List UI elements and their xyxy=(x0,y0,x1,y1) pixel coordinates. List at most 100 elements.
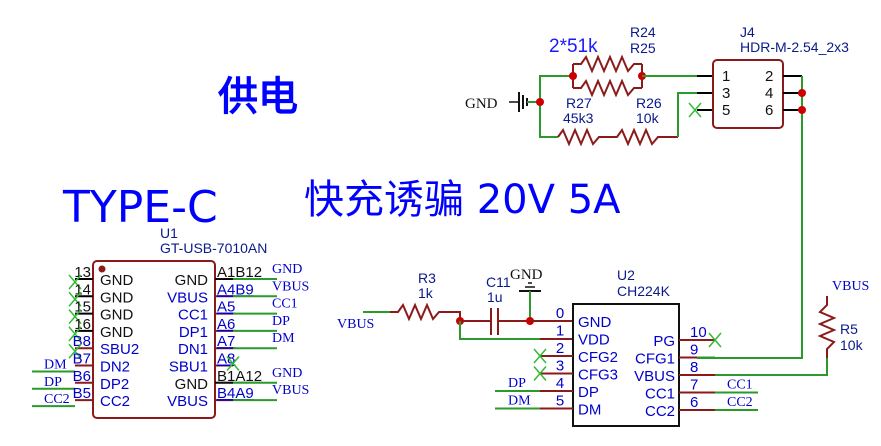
u1-net-label: CC2 xyxy=(44,392,70,407)
u1-pin-number: B6 xyxy=(73,368,91,385)
u1-net-label: VBUS xyxy=(272,279,309,294)
r26-ref: R26 xyxy=(636,95,662,111)
u1-pin-number: B7 xyxy=(73,351,91,368)
r3-value: 1k xyxy=(418,285,434,301)
capacitor-c11[interactable] xyxy=(490,308,499,335)
no-connect-icon xyxy=(708,332,722,348)
u1-pin-number: A4B9 xyxy=(217,281,254,298)
no-connect-icon xyxy=(68,326,82,342)
u2-body[interactable] xyxy=(572,303,680,427)
no-connect-icon xyxy=(533,366,547,381)
u1-pin-number: 15 xyxy=(74,299,91,316)
wire-gnd-to-r27 xyxy=(539,102,558,138)
title-typec: TYPE-C xyxy=(62,182,218,233)
u1-pin-name: DP2 xyxy=(100,376,129,393)
u1-pin-number: A6 xyxy=(217,316,235,333)
j4-ref: J4 xyxy=(740,24,755,40)
u2-pin-name: DM xyxy=(578,402,601,419)
j4-pin-5: 5 xyxy=(722,102,730,119)
u2-pin-number: 9 xyxy=(690,342,698,359)
u1-pin-number: A1B12 xyxy=(217,264,262,281)
r5-ref: R5 xyxy=(840,321,858,337)
resistor-r5[interactable] xyxy=(817,296,837,358)
u1-pin-name: GND xyxy=(100,307,134,324)
c11-value: 1u xyxy=(487,289,503,305)
u2-pin-name: CFG1 xyxy=(635,351,675,368)
wire-j4-to-cfg1 xyxy=(697,76,803,359)
u2-net-label: CC2 xyxy=(727,395,753,410)
u2-pin-name: CC1 xyxy=(645,386,675,403)
c11-ref: C11 xyxy=(486,274,511,290)
no-connect-icon xyxy=(68,309,82,325)
r25-ref: R25 xyxy=(630,40,656,56)
wire-gnd-to-r24 xyxy=(539,75,573,102)
u2-pin-number: 2 xyxy=(556,340,564,357)
gnd-symbol-top: GND xyxy=(465,92,540,112)
u1-pin-name: GND xyxy=(175,376,209,393)
gnd-label-c11: GND xyxy=(510,267,543,283)
u2-net-label: CC1 xyxy=(727,378,753,393)
no-connect-icon xyxy=(68,274,82,290)
u1-pin-name: GND xyxy=(100,272,134,289)
u1-value: GT-USB-7010AN xyxy=(160,240,267,256)
u1-pin-number: A5 xyxy=(217,299,235,316)
title-fastcharge: 快充诱骗 20V 5A xyxy=(304,177,621,223)
no-connect-icon xyxy=(688,102,702,118)
u2-pin-number: 8 xyxy=(690,359,698,376)
u2-pin-number: 0 xyxy=(556,305,564,322)
u2-ref: U2 xyxy=(617,267,635,283)
u1-pin-name: GND xyxy=(100,289,134,306)
u2-net-label: DP xyxy=(508,376,526,391)
u2-pin-number: 3 xyxy=(556,358,564,375)
u2-pin-number: 6 xyxy=(690,394,698,411)
u1-pin-number: B5 xyxy=(73,385,91,402)
u1-net-label: DP xyxy=(44,375,62,390)
u1-pin-name: GND xyxy=(100,324,134,341)
u1-body[interactable] xyxy=(92,260,216,419)
r26-value: 10k xyxy=(636,110,660,126)
u1-pin-number: B8 xyxy=(73,333,91,350)
title-power: 供电 xyxy=(218,74,298,120)
gnd-symbol-c11: GND xyxy=(510,267,543,321)
u1-pin-name: CC2 xyxy=(100,393,130,410)
u2-pin-name: VDD xyxy=(578,332,610,349)
no-connect-icon xyxy=(533,348,547,364)
u1-pin-name: SBU2 xyxy=(100,341,139,358)
u2-net-label: DM xyxy=(508,394,531,409)
net-label-vbus: VBUS xyxy=(337,317,374,332)
r27-value: 45k3 xyxy=(563,110,594,126)
u1-pin-name: DN1 xyxy=(178,341,208,358)
u1-pin-number: B4A9 xyxy=(217,385,254,402)
junction xyxy=(569,72,577,80)
gnd-label-top: GND xyxy=(465,96,498,112)
u1-pin-name: VBUS xyxy=(167,289,208,306)
junction xyxy=(798,89,806,97)
u1-ref: U1 xyxy=(160,225,178,241)
resistor-r26[interactable] xyxy=(608,127,678,147)
j4-value: HDR-M-2.54_2x3 xyxy=(740,39,849,55)
resistor-r3[interactable] xyxy=(390,302,461,322)
u1-pin-number: 13 xyxy=(74,264,91,281)
u1-pin-name: DN2 xyxy=(100,359,130,376)
u1-pin-number: A7 xyxy=(217,333,235,350)
note-r24-r25: 2*51k xyxy=(549,36,598,57)
u2-pin-name: CFG3 xyxy=(578,367,618,384)
no-connect-icon xyxy=(68,343,82,359)
u2-pin-number: 5 xyxy=(556,393,564,410)
u2-pin-name: VBUS xyxy=(634,368,675,385)
no-connect-icon xyxy=(68,291,82,307)
resistor-r24-r25[interactable] xyxy=(572,54,643,98)
r27-ref: R27 xyxy=(566,95,592,111)
resistor-r27[interactable] xyxy=(557,127,608,147)
u1-pin-number: A8 xyxy=(217,351,235,368)
u1-net-label: DP xyxy=(272,314,290,329)
u1-pin-number: B1A12 xyxy=(217,368,262,385)
u1-pin-number: 14 xyxy=(74,281,91,298)
net-label-vbus-r5: VBUS xyxy=(832,279,869,294)
u2-pin-number: 10 xyxy=(690,324,707,341)
u1-pin-name: CC1 xyxy=(178,307,208,324)
j4-pin-1: 1 xyxy=(722,68,730,85)
